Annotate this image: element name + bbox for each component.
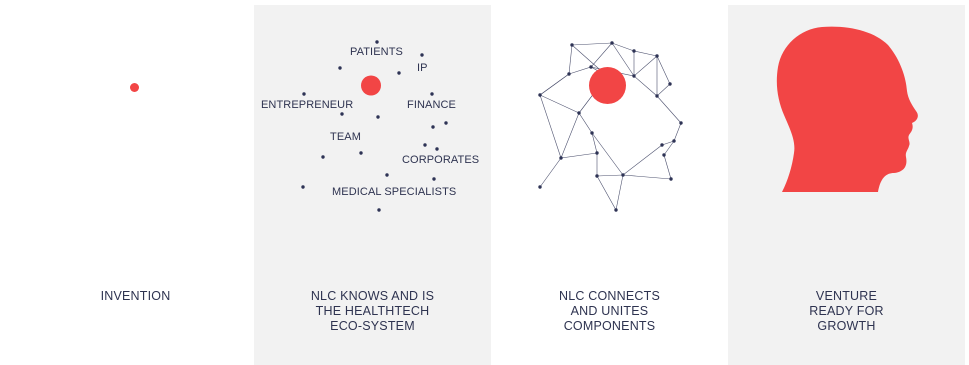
ecosystem-label-finance: FINANCE xyxy=(407,99,456,111)
caption-line: READY FOR xyxy=(809,304,884,318)
network-head-icon xyxy=(538,41,683,212)
caption-line: INVENTION xyxy=(100,289,171,303)
stage-invention: INVENTION xyxy=(17,5,254,365)
stage-caption: VENTURE READY FOR GROWTH xyxy=(728,289,965,334)
caption-line: ECO-SYSTEM xyxy=(330,319,415,333)
ecosystem-label-entrepreneur: ENTREPRENEUR xyxy=(261,99,354,111)
stage-connects: NLC CONNECTS AND UNITES COMPONENTS xyxy=(491,5,728,365)
stage-ecosystem: PATIENTS IP ENTREPRENEUR FINANCE TEAM CO… xyxy=(254,5,491,365)
ecosystem-label-team: TEAM xyxy=(330,131,361,143)
caption-line: COMPONENTS xyxy=(563,319,656,333)
ecosystem-label-patients: PATIENTS xyxy=(350,46,403,58)
caption-line: NLC CONNECTS xyxy=(558,289,661,303)
stage-caption: NLC KNOWS AND IS THE HEALTHTECH ECO-SYST… xyxy=(254,289,491,334)
caption-line: VENTURE xyxy=(815,289,878,303)
caption-line: AND UNITES xyxy=(570,304,649,318)
stage-caption: INVENTION xyxy=(17,289,254,304)
stage-venture-ready: VENTURE READY FOR GROWTH xyxy=(728,5,965,365)
ecosystem-cluster-icon xyxy=(301,40,448,212)
ecosystem-label-ip: IP xyxy=(417,62,428,74)
caption-line: NLC KNOWS AND IS xyxy=(310,289,435,303)
red-dot-icon xyxy=(130,83,139,92)
caption-line: THE HEALTHTECH xyxy=(315,304,430,318)
ecosystem-label-corporates: CORPORATES xyxy=(402,154,480,166)
caption-line: GROWTH xyxy=(817,319,876,333)
ecosystem-label-medical-specialists: MEDICAL SPECIALISTS xyxy=(332,186,457,198)
stage-caption: NLC CONNECTS AND UNITES COMPONENTS xyxy=(491,289,728,334)
head-silhouette-icon xyxy=(776,26,918,192)
